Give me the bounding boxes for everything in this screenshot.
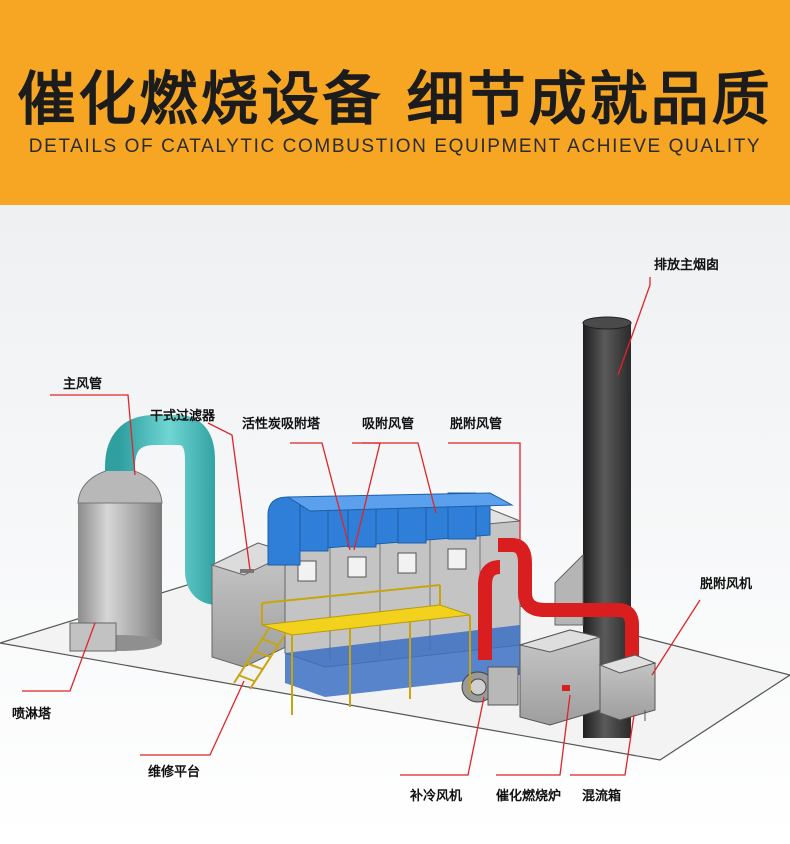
catalytic-furnace	[518, 629, 602, 726]
page-title: 催化燃烧设备 细节成就品质	[17, 65, 773, 133]
label-mixing-box: 混流箱	[582, 789, 622, 804]
equipment-diagram: 排放主烟囱 主风管 干式过滤器 活性炭吸附塔 吸附风管 脱附风管 脱附风机 喷淋…	[0, 205, 790, 844]
label-main-duct: 主风管	[63, 377, 103, 392]
mixing-box	[598, 654, 657, 727]
label-dry-filter: 干式过滤器	[150, 409, 216, 424]
spray-tower	[69, 466, 163, 652]
label-spray-tower: 喷淋塔	[12, 707, 52, 722]
label-desorption-fan: 脱附风机	[700, 577, 753, 592]
label-main-chimney: 排放主烟囱	[654, 258, 720, 273]
header-banner: 催化燃烧设备 细节成就品质 DETAILS OF CATALYTIC COMBU…	[0, 0, 790, 205]
desorption-duct-return	[478, 560, 501, 660]
label-carbon-tower: 活性炭吸附塔	[242, 417, 321, 432]
label-adsorption-duct: 吸附风管	[362, 417, 415, 432]
maintenance-platform	[233, 584, 471, 715]
label-maintenance-platform: 维修平台	[148, 765, 201, 780]
equipment-illustration	[0, 205, 790, 844]
desorption-duct	[498, 538, 639, 670]
label-cooling-fan: 补冷风机	[410, 789, 463, 804]
label-desorption-duct: 脱附风管	[450, 417, 503, 432]
adsorption-duct	[267, 492, 514, 566]
leader-lines	[22, 277, 701, 776]
page-subtitle: DETAILS OF CATALYTIC COMBUSTION EQUIPMEN…	[28, 136, 762, 157]
main-duct	[105, 415, 220, 605]
label-catalytic-furnace: 催化燃烧炉	[496, 789, 562, 804]
